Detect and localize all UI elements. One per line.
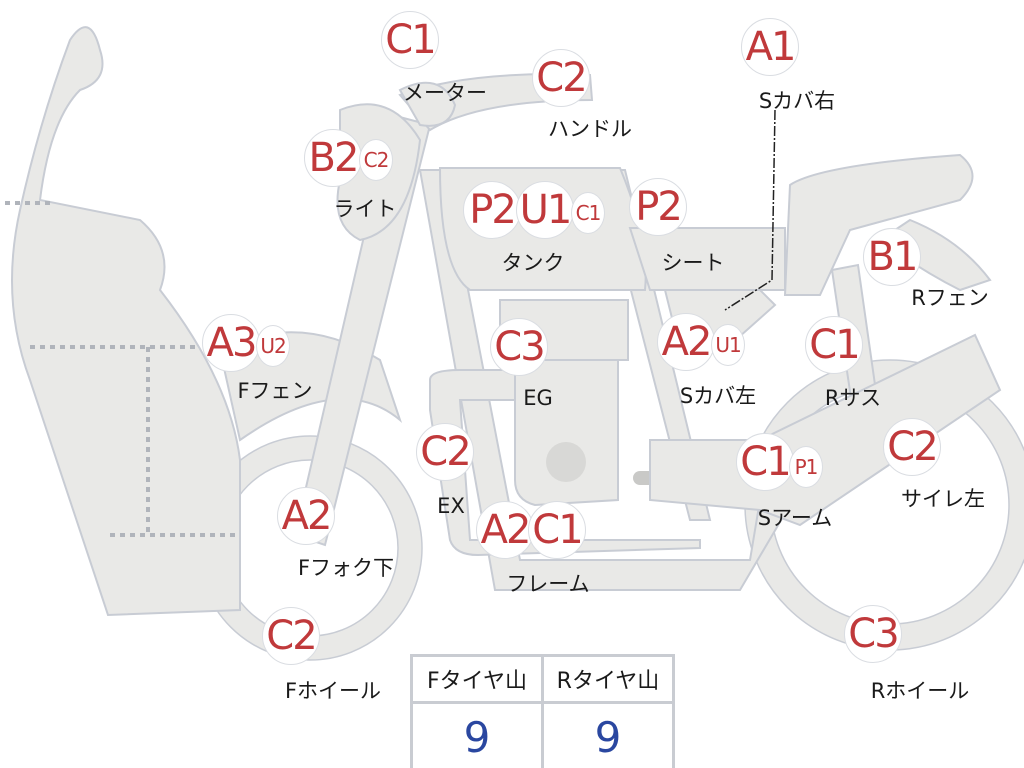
label-engine: EG [523, 386, 553, 410]
grade-badge-meter-c1: C1 [381, 11, 439, 69]
label-tank: タンク [501, 251, 565, 275]
grade-badge-light-b2: B2 [304, 129, 362, 187]
grade-badge-rear-wheel-c3: C3 [844, 605, 902, 663]
label-rear-fender: Rフェン [911, 286, 989, 310]
front-tire-tread-header: Fタイヤ山 [410, 654, 544, 704]
label-side-cover-right: Sカバ右 [758, 89, 836, 113]
label-rear-wheel: Rホイール [870, 679, 970, 703]
grade-badge-side-cover-left-u1: U1 [711, 324, 745, 366]
grade-badge-light-c2: C2 [359, 139, 393, 181]
label-front-wheel: Fホイール [284, 679, 382, 703]
grade-badge-side-cover-left-a2: A2 [657, 313, 715, 371]
tire-tread-table: Fタイヤ山 Rタイヤ山 9 9 [410, 654, 675, 768]
grade-badge-swing-arm-p1: P1 [789, 446, 823, 488]
label-front-fork-lower: Fフォク下 [297, 556, 395, 580]
rear-cowl-shape [783, 153, 974, 296]
grade-badge-frame-c1: C1 [528, 501, 586, 559]
label-meter: メーター [403, 81, 487, 105]
grade-badge-tank-u1: U1 [516, 181, 574, 239]
label-side-cover-left: Sカバ左 [679, 384, 757, 408]
exhaust-shape [429, 369, 701, 557]
grade-badge-rear-fender-b1: B1 [863, 228, 921, 286]
label-swing-arm: Sアーム [757, 506, 833, 530]
grade-badge-seat-p2: P2 [629, 178, 687, 236]
rear-tire-tread-value: 9 [541, 701, 675, 768]
grade-badge-frame-a2: A2 [476, 501, 534, 559]
grade-badge-exhaust-c2: C2 [416, 423, 474, 481]
label-light: ライト [333, 197, 397, 221]
rear-tire-tread-header: Rタイヤ山 [541, 654, 675, 704]
grade-badge-silencer-left-c2: C2 [883, 418, 941, 476]
grade-badge-engine-c3: C3 [490, 318, 548, 376]
grade-badge-handle-c2: C2 [532, 49, 590, 107]
label-handle: ハンドル [548, 117, 632, 141]
engine-shape [514, 359, 619, 507]
label-front-fender: Fフェン [237, 379, 313, 403]
grade-badge-rear-suspension-c1: C1 [805, 316, 863, 374]
front-tire-tread-value: 9 [410, 701, 544, 768]
grade-badge-front-fender-u2: U2 [256, 325, 290, 367]
grade-badge-front-fender-a3: A3 [202, 314, 260, 372]
label-seat: シート [661, 251, 725, 275]
label-frame: フレーム [506, 572, 590, 596]
grade-badge-front-fork-lower-a2: A2 [277, 487, 335, 545]
grade-badge-tank-c1: C1 [571, 192, 605, 234]
grade-badge-tank-p2: P2 [463, 181, 521, 239]
grade-badge-side-cover-right-a1: A1 [741, 18, 799, 76]
label-rear-suspension: Rサス [824, 386, 882, 410]
grade-badge-swing-arm-c1: C1 [736, 433, 794, 491]
label-silencer-left: サイレ左 [901, 487, 985, 511]
grade-badge-front-wheel-c2: C2 [262, 607, 320, 665]
label-exhaust: EX [437, 494, 465, 518]
rider-silhouette [11, 26, 241, 617]
